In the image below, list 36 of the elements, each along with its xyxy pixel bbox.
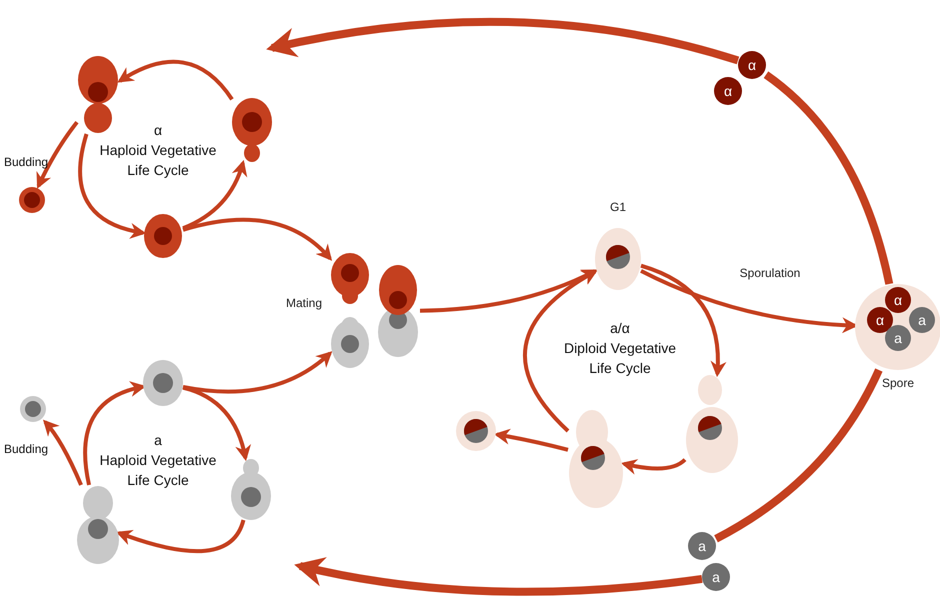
arrow <box>182 160 247 230</box>
arrow <box>420 269 598 313</box>
connector-line <box>764 72 894 285</box>
arrow <box>182 218 332 261</box>
cell-caption: Mating <box>284 296 324 310</box>
spore-letter: α <box>724 84 732 98</box>
arrow <box>620 458 686 474</box>
spore-letter: a <box>698 539 706 553</box>
arrow <box>116 519 246 554</box>
cycle-label: a <box>153 431 163 450</box>
arrow <box>117 60 234 101</box>
spore-letter: α <box>876 313 884 327</box>
arrow <box>266 18 740 64</box>
spore-letter: a <box>918 313 926 327</box>
arrow <box>78 133 146 238</box>
cycle-label: a/α <box>609 319 631 338</box>
arrow <box>523 270 598 432</box>
connector-line <box>714 368 882 542</box>
arrow <box>182 351 332 394</box>
cycle-label: Diploid Vegetative Life Cycle <box>562 339 678 378</box>
arrow <box>294 556 702 596</box>
arrow <box>494 428 568 452</box>
arrow <box>43 420 83 486</box>
spore-letter: α <box>894 293 902 307</box>
spore-letter: a <box>712 570 720 584</box>
cycle-label: α <box>152 121 164 140</box>
cycle-label: Haploid Vegetative Life Cycle <box>98 451 218 490</box>
spore-letter: a <box>894 331 902 345</box>
arrow <box>36 120 79 189</box>
cycle-label: Haploid Vegetative Life Cycle <box>98 141 218 180</box>
cycle-label: Budding <box>4 154 48 171</box>
cell-caption: G1 <box>608 200 627 214</box>
cell-caption: Spore <box>880 376 916 390</box>
arrow <box>640 264 726 378</box>
spore-letter: α <box>748 58 756 72</box>
cycle-label: Budding <box>4 441 48 458</box>
